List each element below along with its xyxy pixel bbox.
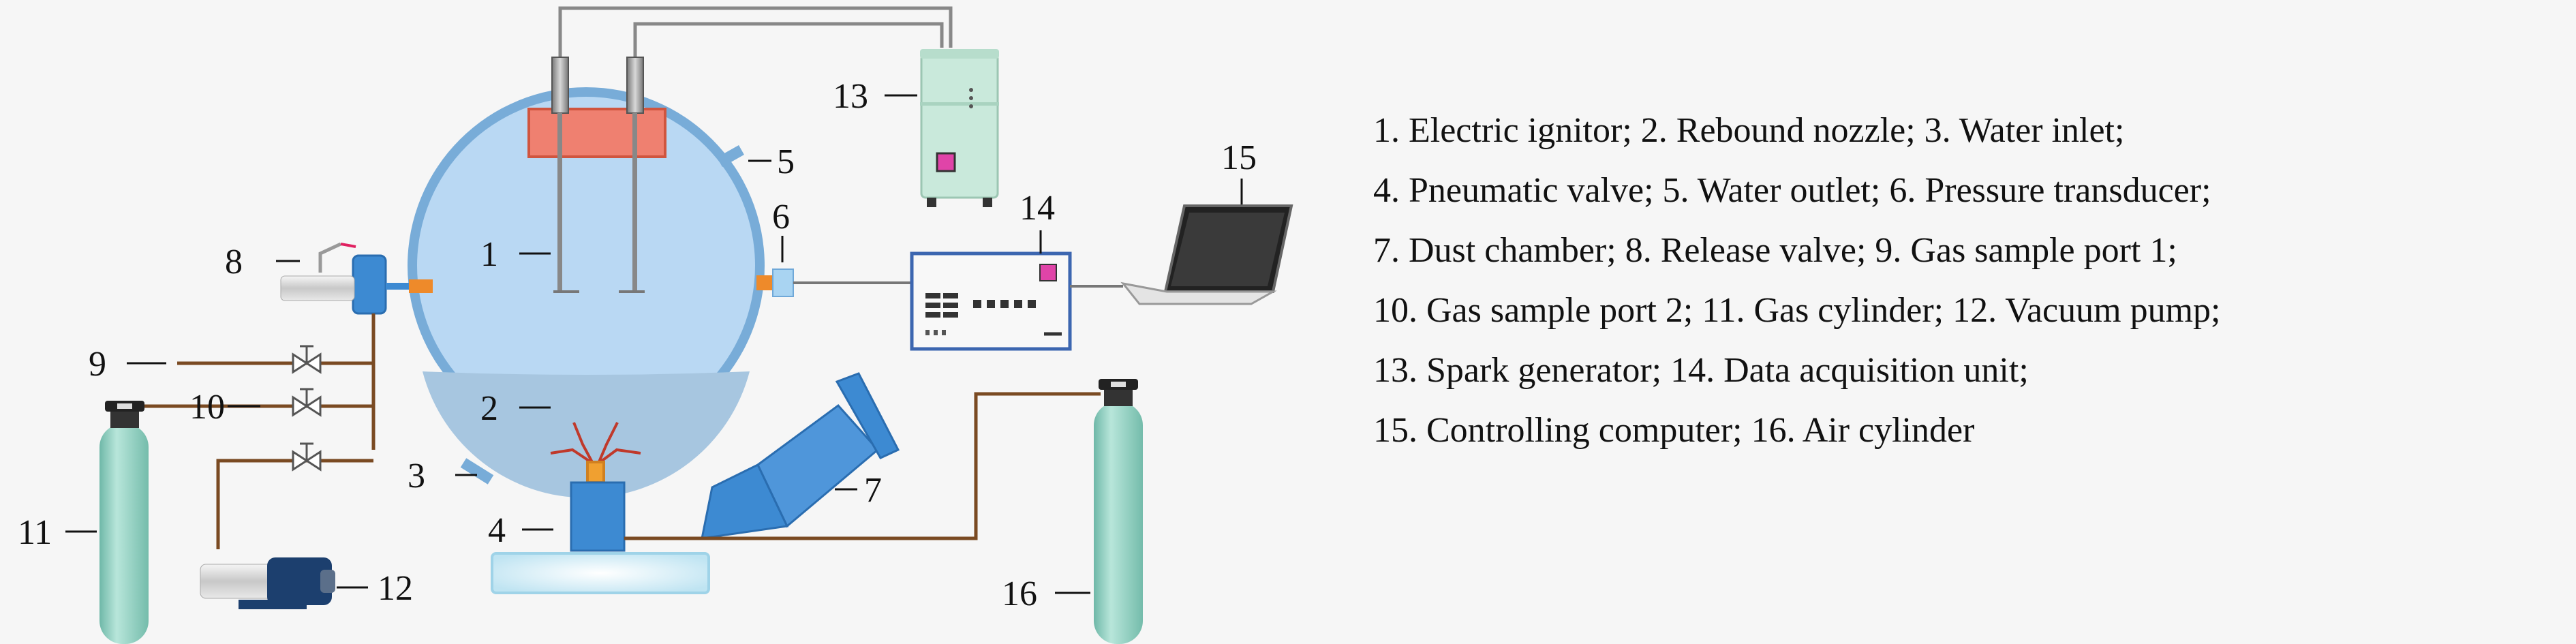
- label-1: 1: [480, 235, 498, 274]
- legend-line: 4. Pneumatic valve; 5. Water outlet; 6. …: [1373, 171, 2211, 210]
- spark-generator: [920, 49, 999, 207]
- label-11: 11: [18, 513, 52, 552]
- label-14: 14: [1019, 189, 1055, 228]
- dust-chamber: [701, 372, 900, 540]
- legend-line: 10. Gas sample port 2; 11. Gas cylinder;…: [1373, 291, 2221, 330]
- gas-cylinder: [99, 401, 149, 644]
- label-16: 16: [1002, 574, 1037, 613]
- ignition-wires: [558, 6, 953, 76]
- label-2: 2: [480, 389, 498, 428]
- controlling-computer: [1120, 204, 1293, 305]
- label-10: 10: [189, 388, 225, 427]
- label-7: 7: [864, 471, 882, 510]
- pneumatic-valve: [570, 481, 626, 552]
- water-outlet: [717, 145, 744, 167]
- label-5: 5: [777, 142, 795, 181]
- pressure-transducer: [756, 269, 912, 297]
- label-3: 3: [408, 457, 425, 495]
- component-labels: 1 2 3 4 5 6 7 8 9 10 11 12 13 14 15 16: [18, 77, 1257, 613]
- water-inlet: [460, 458, 494, 485]
- leader-lines: [65, 94, 1243, 594]
- release-valve: [280, 242, 433, 315]
- apparatus-diagram: 1 2 3 4 5 6 7 8 9 10 11 12 13 14 15 16: [18, 6, 1293, 644]
- label-13: 13: [833, 77, 868, 116]
- vessel-base: [491, 552, 710, 594]
- legend-line: 13. Spark generator; 14. Data acquisitio…: [1373, 351, 2029, 390]
- vacuum-pump: [200, 557, 335, 609]
- explosion-vessel: [408, 87, 765, 498]
- gas-sample-lines: [129, 283, 409, 549]
- label-4: 4: [488, 511, 506, 550]
- air-cylinder: [1094, 379, 1143, 644]
- legend-line: 15. Controlling computer; 16. Air cylind…: [1373, 411, 1975, 450]
- air-supply-pipe: [624, 392, 1101, 540]
- component-legend: 1. Electric ignitor; 2. Rebound nozzle; …: [1373, 101, 2559, 461]
- data-acquisition-unit: [910, 251, 1123, 351]
- needle-valves: [292, 345, 322, 472]
- label-9: 9: [89, 345, 106, 384]
- legend-line: 1. Electric ignitor; 2. Rebound nozzle; …: [1373, 111, 2125, 150]
- legend-line: 7. Dust chamber; 8. Release valve; 9. Ga…: [1373, 231, 2177, 270]
- label-6: 6: [772, 198, 790, 236]
- label-15: 15: [1221, 138, 1257, 177]
- electric-ignitor: [551, 57, 645, 293]
- label-12: 12: [378, 569, 413, 608]
- label-8: 8: [225, 243, 243, 281]
